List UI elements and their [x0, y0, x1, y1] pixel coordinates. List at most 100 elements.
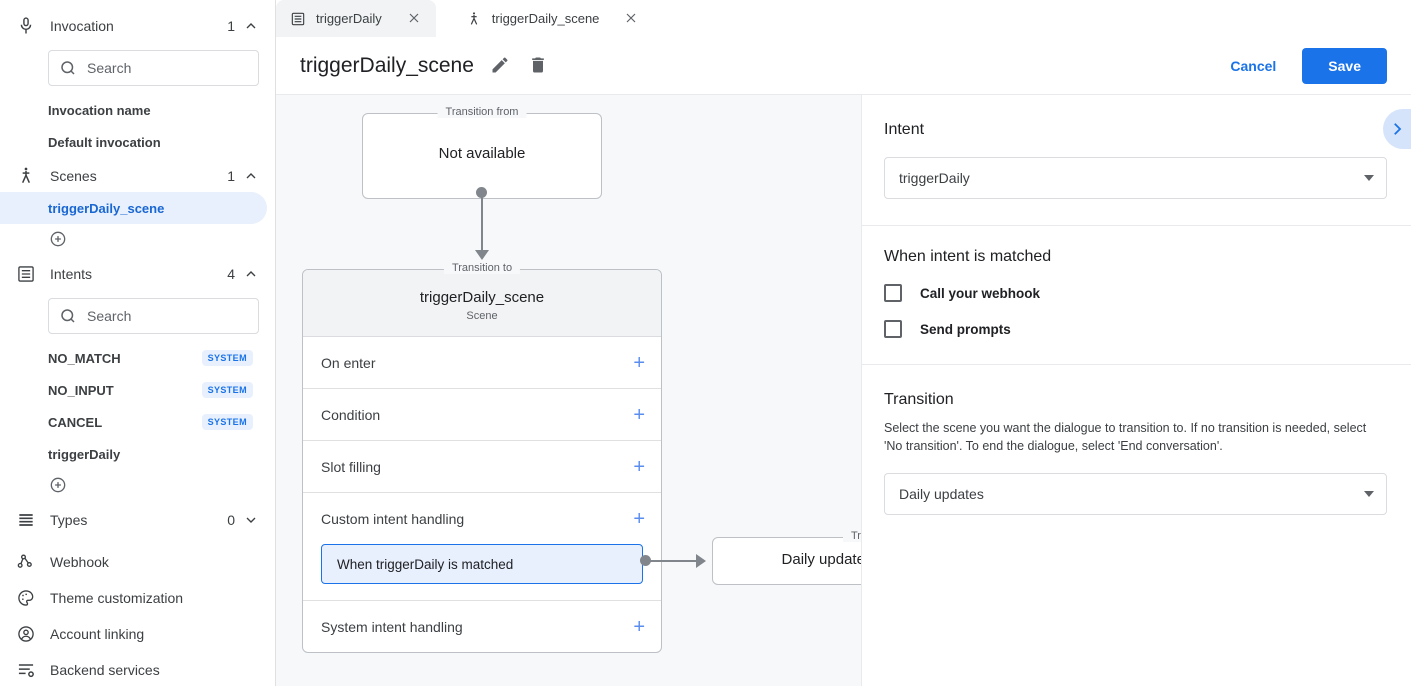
sidebar-item-triggerdaily-scene[interactable]: triggerDaily_scene: [0, 192, 267, 224]
edit-icon[interactable]: [490, 55, 512, 77]
save-button[interactable]: Save: [1302, 47, 1387, 84]
add-condition-icon[interactable]: +: [633, 403, 645, 426]
scene-row-slot-filling[interactable]: Slot filling +: [303, 441, 661, 492]
chevron-up-icon: [243, 168, 259, 184]
transition-select-value: Daily updates: [899, 486, 984, 503]
call-webhook-checkbox[interactable]: [884, 284, 902, 302]
search-icon: [59, 307, 77, 325]
sidebar-item-label: Backend services: [50, 662, 160, 678]
sidebar-item-theme-customization[interactable]: Theme customization: [0, 582, 275, 614]
delete-icon[interactable]: [528, 55, 550, 77]
dropdown-caret-icon: [1364, 175, 1374, 181]
scene-row-label: On enter: [321, 354, 376, 371]
scene-canvas[interactable]: Transition from Not available Transition…: [276, 95, 862, 686]
sidebar-group-types[interactable]: Types 0: [0, 504, 275, 536]
intents-icon: [14, 262, 38, 286]
tab-triggerdaily[interactable]: triggerDaily: [276, 0, 436, 37]
add-intent-button[interactable]: [0, 470, 275, 500]
sidebar-group-scenes[interactable]: Scenes 1: [0, 160, 275, 192]
scene-row-condition[interactable]: Condition +: [303, 389, 661, 440]
intent-handler-chip[interactable]: When triggerDaily is matched: [321, 544, 643, 584]
transition-from-legend: Transition from: [437, 106, 527, 118]
cancel-button[interactable]: Cancel: [1216, 50, 1290, 82]
sidebar-group-label: Intents: [50, 266, 93, 282]
sidebar-group-label: Scenes: [50, 168, 97, 184]
sidebar-group-intents[interactable]: Intents 4: [0, 258, 275, 290]
scene-section-system-intent-handling: System intent handling +: [303, 601, 661, 652]
sidebar-item-backend-services[interactable]: Backend services: [0, 654, 275, 686]
transition-to-legend: Transition to: [443, 262, 521, 274]
panel-section-intent: Intent triggerDaily: [862, 95, 1411, 226]
add-system-intent-icon[interactable]: +: [633, 615, 645, 638]
send-prompts-checkbox[interactable]: [884, 320, 902, 338]
scene-section-on-enter: On enter +: [303, 337, 661, 389]
intents-icon: [290, 11, 306, 27]
sidebar-group-label: Invocation: [50, 18, 114, 34]
sidebar-group-invocation[interactable]: Invocation 1: [0, 10, 275, 42]
checkbox-row-call-your-webhook[interactable]: Call your webhook: [884, 284, 1387, 302]
close-icon[interactable]: [406, 10, 424, 28]
scene-section-condition: Condition +: [303, 389, 661, 441]
checkbox-row-send-prompts[interactable]: Send prompts: [884, 320, 1387, 338]
sidebar-item-cancel[interactable]: CANCEL SYSTEM: [0, 406, 267, 438]
invocation-search-input[interactable]: Search: [48, 50, 259, 86]
intent-handler-label: When triggerDaily is matched: [337, 556, 514, 572]
edge-horizontal-line: [646, 560, 698, 562]
body-split: Transition from Not available Transition…: [276, 95, 1411, 686]
send-prompts-label: Send prompts: [920, 321, 1011, 337]
sidebar-item-no-input[interactable]: NO_INPUT SYSTEM: [0, 374, 267, 406]
transition-target-node[interactable]: Transition to Daily updates: [712, 530, 861, 585]
add-scene-button[interactable]: [0, 224, 275, 254]
scene-card-name: triggerDaily_scene: [419, 289, 545, 306]
sidebar-group-label: Types: [50, 512, 88, 528]
close-icon[interactable]: [623, 10, 641, 28]
intent-select[interactable]: triggerDaily: [884, 157, 1387, 199]
sidebar-item-label: NO_MATCH: [48, 350, 121, 366]
backend-icon: [14, 658, 38, 682]
transition-target-legend: Transition to: [843, 530, 861, 542]
scene-card[interactable]: Transition to triggerDaily_scene Scene O…: [302, 262, 662, 653]
status-badge: SYSTEM: [201, 414, 253, 430]
add-on-enter-icon[interactable]: +: [633, 351, 645, 374]
search-icon: [59, 59, 77, 77]
intents-search-input[interactable]: Search: [48, 298, 259, 334]
sidebar-item-default-invocation[interactable]: Default invocation: [0, 126, 267, 158]
scenes-icon: [466, 11, 482, 27]
sidebar-item-label: Webhook: [50, 554, 109, 570]
add-custom-intent-icon[interactable]: +: [633, 507, 645, 530]
edge-source-dot: [476, 187, 487, 198]
dropdown-caret-icon: [1364, 491, 1374, 498]
chevron-right-icon: [1394, 123, 1402, 135]
scene-row-on-enter[interactable]: On enter +: [303, 337, 661, 388]
content-area: triggerDaily triggerDaily_scene: [276, 0, 1411, 686]
scene-row-custom-intent-handling[interactable]: Custom intent handling +: [303, 493, 661, 544]
sidebar-item-triggerdaily[interactable]: triggerDaily: [0, 438, 267, 470]
sidebar-item-label: Invocation name: [48, 102, 151, 118]
transition-from-node[interactable]: Transition from Not available: [362, 106, 602, 199]
webhook-icon: [14, 550, 38, 574]
chevron-down-icon: [243, 512, 259, 528]
scene-row-system-intent-handling[interactable]: System intent handling +: [303, 601, 661, 652]
microphone-icon: [14, 14, 38, 38]
status-badge: SYSTEM: [201, 382, 253, 398]
tab-triggerdaily-scene[interactable]: triggerDaily_scene: [451, 0, 654, 37]
intent-select-value: triggerDaily: [899, 170, 970, 186]
add-slot-filling-icon[interactable]: +: [633, 455, 645, 478]
scene-section-custom-intent-handling: Custom intent handling + When triggerDai…: [303, 493, 661, 601]
sidebar-item-webhook[interactable]: Webhook: [0, 546, 275, 578]
sidebar-item-invocation-name[interactable]: Invocation name: [0, 94, 267, 126]
sidebar-group-count: 1: [227, 168, 235, 184]
panel-section-transition: Transition Select the scene you want the…: [862, 365, 1411, 543]
transition-select[interactable]: Daily updates: [884, 473, 1387, 516]
scene-row-label: Custom intent handling: [321, 510, 465, 527]
palette-icon: [14, 586, 38, 610]
properties-panel: Intent triggerDaily When intent is match…: [862, 95, 1411, 686]
edge-vertical-line: [481, 193, 483, 253]
transition-target-text: Daily updates: [781, 551, 861, 568]
scene-card-header: triggerDaily_scene Scene: [303, 270, 661, 337]
sidebar-group-count: 0: [227, 512, 235, 528]
sidebar-item-no-match[interactable]: NO_MATCH SYSTEM: [0, 342, 267, 374]
panel-collapse-button[interactable]: [1383, 109, 1411, 149]
sidebar-item-account-linking[interactable]: Account linking: [0, 618, 275, 650]
